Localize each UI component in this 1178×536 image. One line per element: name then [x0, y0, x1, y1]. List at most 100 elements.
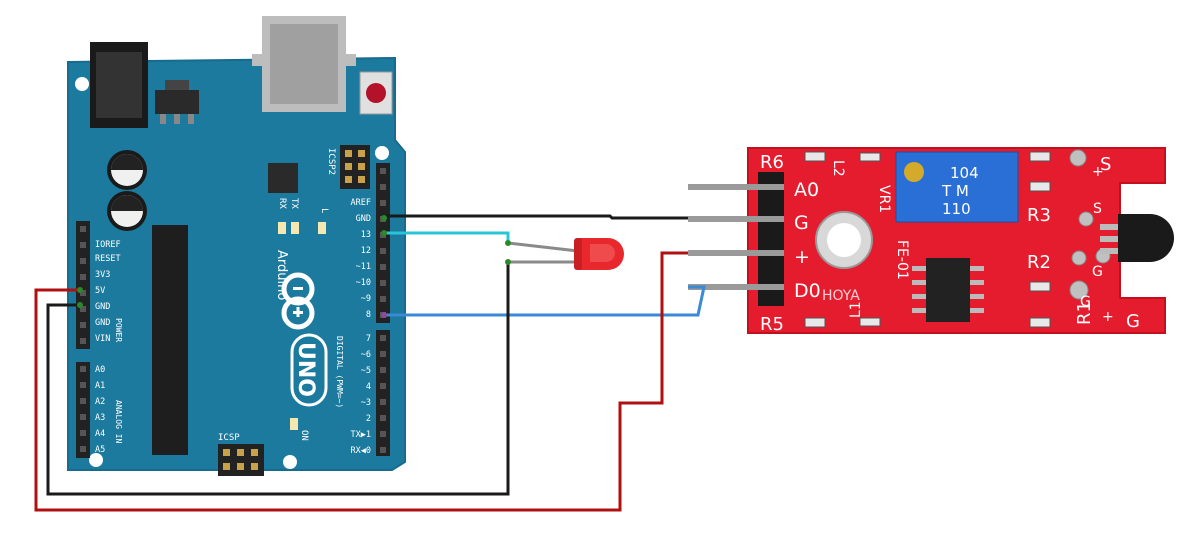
mount-hole — [375, 146, 389, 160]
smd-component — [804, 151, 1051, 328]
icsp2-label: ICSP2 — [326, 148, 336, 175]
pin-label-0: RX◀0 — [351, 446, 371, 456]
pin-label-5: ~5 — [361, 366, 371, 376]
pin-label-3v3: 3V3 — [95, 270, 110, 280]
sensor-pin-plus: + — [794, 246, 810, 268]
pin-label-12: 12 — [361, 246, 371, 256]
uno-label: UNO — [293, 342, 318, 397]
on-led — [290, 418, 298, 430]
ref-r6: R6 — [760, 152, 784, 173]
mount-hole — [283, 455, 297, 469]
ref-l2: L2 — [830, 160, 846, 177]
pin-label-7: 7 — [366, 334, 371, 344]
mark-plus: + — [1092, 164, 1104, 180]
pin-label-13: 13 — [361, 230, 371, 240]
brand-label: HOYA — [822, 288, 860, 304]
comparator-ic — [912, 258, 984, 322]
atmega-chip — [152, 225, 188, 455]
pin-label-5v: 5V — [95, 286, 105, 296]
pin-label-a4: A4 — [95, 429, 105, 439]
pin-label-9: ~9 — [361, 294, 371, 304]
rx-label: RX — [277, 198, 287, 209]
pin-label-8: 8 — [366, 310, 371, 320]
tx-label: TX — [289, 198, 299, 209]
wire-led-to-gnd — [46, 262, 510, 496]
sensor-pin-a0: A0 — [794, 179, 819, 201]
pin-label-reset: RESET — [95, 254, 121, 264]
icsp-label: ICSP — [218, 433, 240, 443]
sensor-pin-g: G — [794, 212, 809, 234]
pin-label-a2: A2 — [95, 397, 105, 407]
mark-plus: + — [1102, 309, 1114, 325]
pot-code: 104 — [950, 164, 979, 182]
pin-label-a1: A1 — [95, 381, 105, 391]
wire-pin8-to-sensor-d0 — [384, 285, 706, 317]
sensor-header — [688, 172, 784, 306]
power-jack — [90, 42, 148, 128]
mount-hole — [89, 453, 103, 467]
rx-led — [278, 222, 286, 234]
ref-r5: R5 — [760, 314, 784, 335]
capacitor — [107, 191, 147, 231]
pin-label-gnd: GND — [95, 302, 110, 312]
potentiometer: 104 T M 110 — [895, 151, 1019, 223]
wire-5v-to-sensor-vcc — [34, 251, 688, 512]
reset-label: RESET — [393, 76, 403, 104]
pin-label-2: 2 — [366, 414, 371, 424]
capacitor — [107, 150, 147, 190]
pin-label-ioref: IOREF — [95, 240, 121, 250]
pin-label-a3: A3 — [95, 413, 105, 423]
mark-g: G — [1126, 311, 1140, 332]
digital-header-top — [376, 163, 390, 323]
icsp-header — [218, 444, 264, 476]
wire-gnd-to-sensor — [382, 214, 688, 220]
pin-label-4: 4 — [366, 382, 371, 392]
arduino-uno-board: RESET ICSP2 — [67, 16, 406, 476]
ref-r2: R2 — [1027, 252, 1051, 273]
sensor-pin-d0: D0 — [794, 280, 821, 302]
digital-header-bottom — [376, 330, 390, 456]
usb-chip — [268, 163, 298, 193]
sensor-mount-hole — [815, 211, 873, 269]
ref-l1: L1 — [848, 301, 864, 318]
l-label: L — [319, 208, 329, 213]
pin-label-a5: A5 — [95, 445, 105, 455]
voltage-regulator — [155, 80, 199, 124]
mark-s: S — [1100, 154, 1111, 175]
pin-label-a0: A0 — [95, 365, 105, 375]
sound-sensor-module: A0 G + D0 R6 R5 R3 R2 R1 L2 L1 VR1 FE-01… — [688, 147, 1174, 335]
sensor-element — [1100, 214, 1174, 262]
pot-code: T M — [941, 182, 969, 200]
pin-label-gnd: GND — [356, 214, 371, 224]
pin-label-gnd: GND — [95, 318, 110, 328]
digital-label: DIGITAL (PWM=~) — [335, 336, 344, 408]
power-label: POWER — [114, 318, 123, 342]
pin-label-aref: AREF — [351, 198, 371, 208]
red-led — [507, 238, 624, 270]
mark-g: G — [1092, 264, 1103, 280]
ref-fe01: FE-01 — [894, 240, 910, 280]
pin-label-6: ~6 — [361, 350, 371, 360]
uno-badge: UNO — [290, 333, 328, 407]
analog-label: ANALOG IN — [114, 400, 123, 444]
ref-r3: R3 — [1027, 205, 1051, 226]
mark-g: G — [1080, 294, 1091, 310]
on-label: ON — [299, 430, 309, 441]
ref-vr1: VR1 — [876, 185, 892, 213]
pin-label-11: ~11 — [356, 262, 371, 272]
ref-r1: R1 — [1074, 301, 1095, 325]
arduino-logo — [281, 272, 315, 330]
tx-led — [291, 222, 299, 234]
wire-endpoint — [77, 215, 511, 318]
pin-label-1: TX▶1 — [351, 430, 371, 440]
pin-label-10: ~10 — [356, 278, 371, 288]
arduino-name: Arduino — [274, 250, 289, 300]
icsp2-header — [340, 145, 370, 189]
pin-label-3: ~3 — [361, 398, 371, 408]
wire-pin13-to-led — [384, 231, 510, 243]
l-led — [318, 222, 326, 234]
analog-header — [76, 362, 90, 458]
power-header — [76, 221, 90, 349]
mark-s: S — [1093, 201, 1102, 217]
